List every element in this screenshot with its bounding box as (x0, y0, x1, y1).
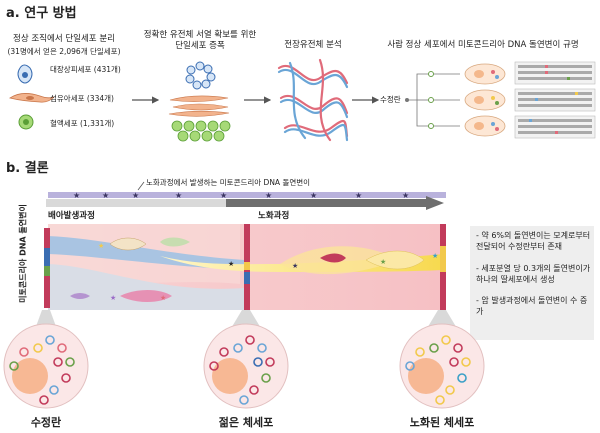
svg-text:★: ★ (110, 294, 116, 302)
phase-aging-label: 노화과정 (258, 211, 290, 221)
caption-aged-cell: 노화된 체세포 (409, 416, 475, 429)
svg-text:★: ★ (380, 258, 386, 266)
notes-box: - 약 6%의 돌연변이는 모계로부터 전달되어 수정란부터 존재 - 세포분열… (470, 226, 594, 340)
epithelial-cluster-icon (185, 61, 216, 90)
note-2: - 세포분열 당 0.3개의 돌연변이가 하나의 딸세포에서 생성 (476, 264, 591, 284)
step2-line1: 정확한 유전체 서열 확보를 위한 (143, 30, 257, 40)
note-1: - 약 6%의 돌연변이는 모계로부터 전달되어 수정란부터 존재 (476, 231, 591, 251)
svg-text:★: ★ (98, 242, 104, 250)
tree-cell-icons (464, 63, 506, 137)
cell-type-icons (9, 64, 55, 130)
note-3: - 암 발생과정에서 돌연변이 수 증가 (476, 296, 588, 316)
y-axis-label: 미토콘드리아 DNA 돌연변이 (18, 204, 28, 303)
epithelial-cell-icon (17, 64, 33, 84)
caption-zygote: 수정란 (30, 416, 62, 429)
fibroblast-cluster-icon (168, 95, 230, 117)
phase-embryo-label: 배아발생과정 (48, 211, 95, 221)
caption-young-cell: 젊은 체세포 (218, 416, 274, 429)
lineage-diagram: ★ ★ ★ ★ ★ ★ ★ (44, 224, 446, 310)
svg-text:★: ★ (160, 294, 166, 302)
step1-title: 정상 조직에서 단일세포 분리 (13, 34, 115, 44)
step-arrows (132, 96, 380, 104)
fibroblast-icon (9, 93, 55, 103)
svg-text:★: ★ (228, 260, 234, 268)
lineage-tree-illustration (405, 61, 596, 139)
svg-text:★: ★ (102, 191, 109, 200)
svg-text:★: ★ (73, 191, 80, 200)
svg-text:★: ★ (175, 191, 182, 200)
svg-text:★: ★ (292, 262, 298, 270)
svg-text:★: ★ (402, 191, 409, 200)
cell-label-epithelial: 대장상피세포 (431개) (50, 65, 121, 74)
step4-root-label: 수정란 (380, 95, 401, 104)
step4-title: 사람 정상 세포에서 미토콘드리아 DNA 돌연변이 규명 (387, 40, 579, 50)
timeline-note: 노화과정에서 발생하는 미토콘드리아 DNA 돌연변이 (146, 178, 311, 187)
step2-line2: 단일세포 증폭 (175, 41, 225, 51)
svg-text:★: ★ (265, 191, 272, 200)
cell-label-blood: 혈액세포 (1,331개) (50, 119, 115, 128)
sequencing-read-icons (514, 61, 596, 139)
cell-circles (3, 310, 485, 409)
timeline-bar: ★ ★ ★ ★ ★ ★ ★ ★ ★ (48, 181, 446, 200)
svg-text:★: ★ (310, 191, 317, 200)
cell-label-fibroblast: 섬유아세포 (334개) (50, 94, 114, 103)
aged-cell-icon (399, 323, 485, 409)
blood-cell-icon (18, 114, 34, 130)
step1-subtitle: (31명에서 얻은 2,096개 단일세포) (7, 47, 121, 56)
svg-text:★: ★ (132, 191, 139, 200)
blood-cluster-icon (171, 120, 231, 142)
svg-text:★: ★ (355, 191, 362, 200)
young-cell-icon (203, 323, 289, 409)
phase-arrow (46, 196, 444, 210)
step3-title: 전장유전체 분석 (284, 40, 342, 50)
genome-strands-illustration (277, 58, 349, 142)
zygote-cell-icon (3, 323, 89, 409)
svg-text:★: ★ (432, 252, 438, 260)
section-a-title: a. 연구 방법 (6, 6, 77, 21)
amplification-illustration (168, 61, 231, 142)
section-b-title: b. 결론 (6, 161, 49, 176)
svg-text:★: ★ (220, 191, 227, 200)
